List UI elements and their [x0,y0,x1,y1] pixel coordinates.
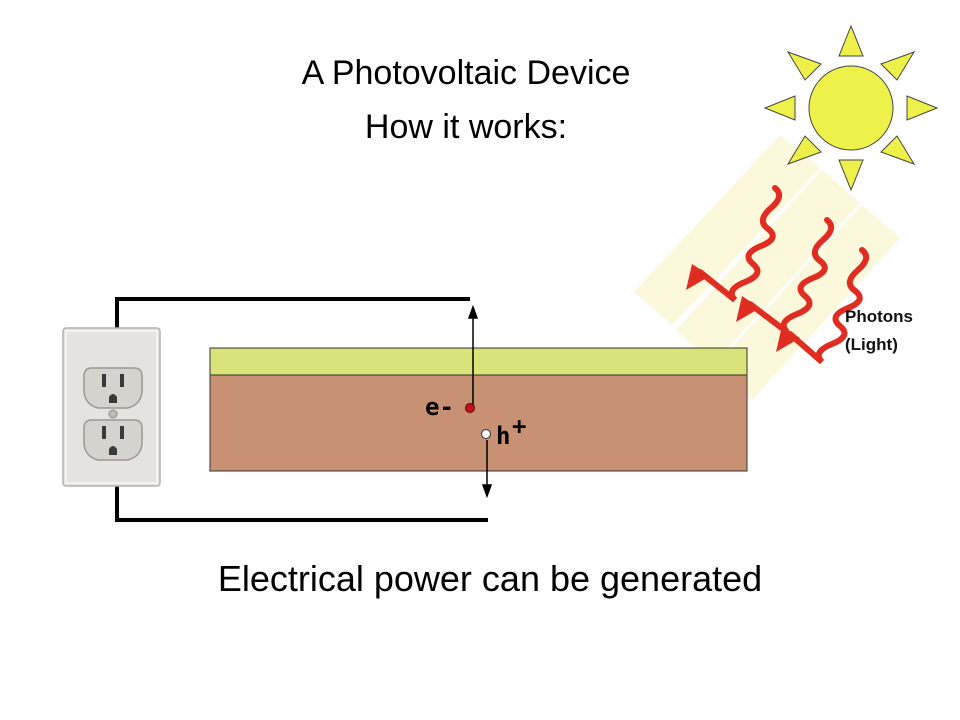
circuit-wires [115,297,488,522]
hole-arrowhead [481,484,493,499]
bottom-wire [115,482,488,522]
photon-beam-2 [676,170,860,365]
carrier-paths [467,304,493,499]
photons-label-line-1: Photons [845,307,913,326]
photon-beam-1 [634,135,820,325]
top-wire [115,297,470,333]
electron-label: e- [425,393,454,421]
electron-dot [465,403,475,413]
photons-label-line-2: (Light) [845,335,898,354]
title-line-1: A Photovoltaic Device [301,54,631,92]
photon-arrowhead-1 [686,264,710,290]
photon-wave-2 [747,217,835,335]
photon-wave-1 [697,185,783,303]
sun-icon [763,24,939,192]
photon-wave-3 [787,247,870,365]
electron-arrowhead [467,304,479,319]
photon-wave-icon [686,185,870,365]
hole-label: h [496,422,510,450]
absorber-layer [209,374,748,472]
caption: Electrical power can be generated [217,558,763,599]
wall-outlet-icon [62,327,161,487]
hole-charge-sign: + [512,412,526,440]
title-line-2: How it works: [364,108,568,146]
photon-arrowhead-2 [736,296,760,322]
photon-arrowhead-3 [776,326,800,352]
emitter-layer [209,347,748,376]
hole-dot [480,428,492,440]
